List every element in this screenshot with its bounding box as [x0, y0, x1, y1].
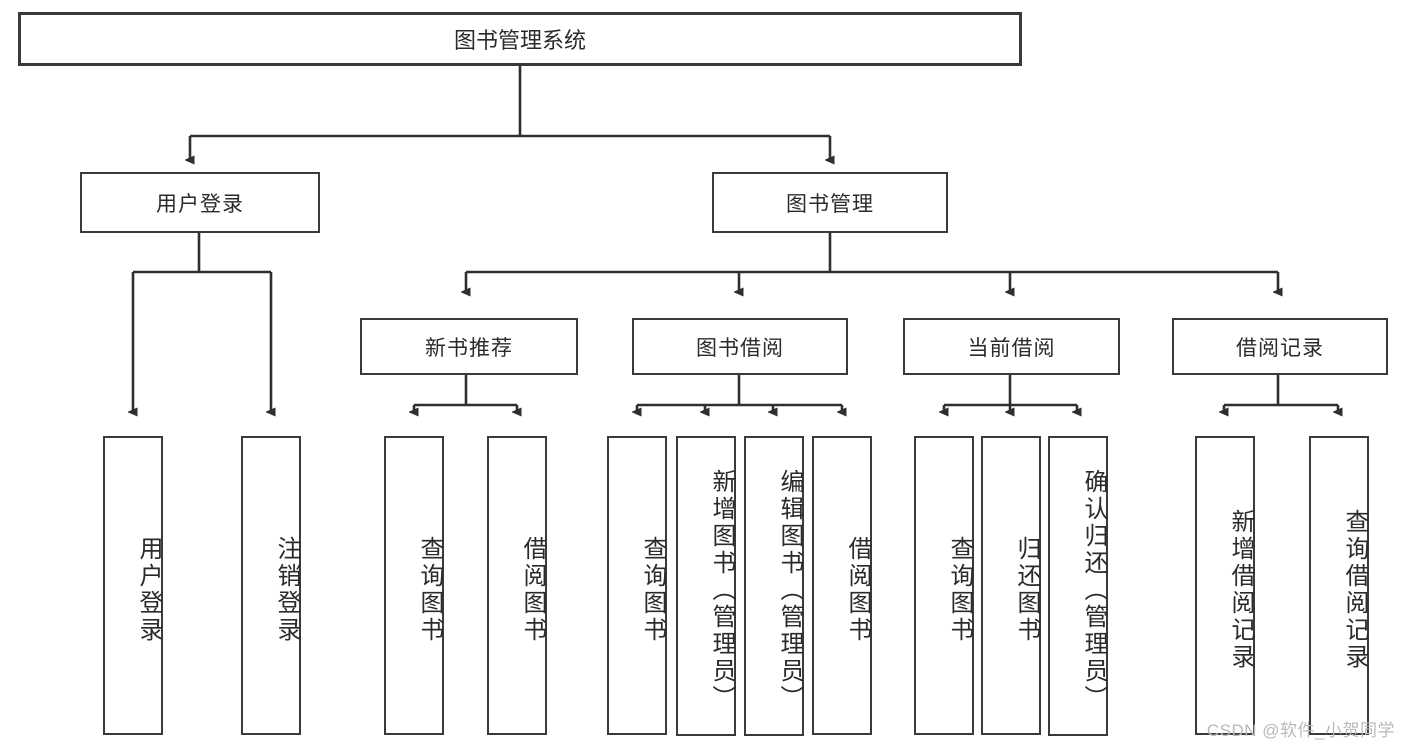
leaf-bookborrow-query-book[interactable]: 查询图书 — [607, 436, 667, 735]
leaf-label: 查询图书 — [946, 535, 973, 644]
node-book-borrow-label: 图书借阅 — [696, 336, 784, 360]
leaf-bookborrow-edit-book-admin[interactable]: 编辑图书（管理员） — [744, 436, 804, 736]
leaf-label: 新增借阅记录 — [1227, 508, 1254, 671]
leaf-newbook-borrow-book[interactable]: 借阅图书 — [487, 436, 547, 735]
node-new-book-recommend-label: 新书推荐 — [425, 336, 513, 360]
leaf-bookborrow-borrow-book[interactable]: 借阅图书 — [812, 436, 872, 735]
node-borrow-records-label: 借阅记录 — [1236, 336, 1324, 360]
leaf-user-login-signin[interactable]: 用户登录 — [103, 436, 163, 735]
node-user-login[interactable]: 用户登录 — [80, 172, 320, 233]
leaf-records-query-record[interactable]: 查询借阅记录 — [1309, 436, 1369, 735]
node-current-borrow[interactable]: 当前借阅 — [903, 318, 1120, 375]
leaf-label: 用户登录 — [135, 535, 162, 644]
leaf-label: 查询借阅记录 — [1341, 508, 1368, 671]
leaf-newbook-query-book[interactable]: 查询图书 — [384, 436, 444, 735]
leaf-currentborrow-return-book[interactable]: 归还图书 — [981, 436, 1041, 735]
node-book-borrow[interactable]: 图书借阅 — [632, 318, 848, 375]
node-book-management[interactable]: 图书管理 — [712, 172, 948, 233]
leaf-label: 查询图书 — [639, 535, 666, 644]
node-book-management-label: 图书管理 — [786, 192, 874, 216]
leaf-label: 编辑图书（管理员） — [776, 468, 803, 712]
leaf-label: 新增图书（管理员） — [708, 468, 735, 712]
leaf-bookborrow-add-book-admin[interactable]: 新增图书（管理员） — [676, 436, 736, 736]
leaf-records-add-record[interactable]: 新增借阅记录 — [1195, 436, 1255, 735]
node-root-system[interactable]: 图书管理系统 — [18, 12, 1022, 66]
node-borrow-records[interactable]: 借阅记录 — [1172, 318, 1388, 375]
leaf-label: 注销登录 — [273, 535, 300, 644]
leaf-label: 确认归还（管理员） — [1080, 468, 1107, 712]
leaf-label: 归还图书 — [1013, 535, 1040, 644]
leaf-currentborrow-confirm-return-admin[interactable]: 确认归还（管理员） — [1048, 436, 1108, 736]
csdn-watermark: CSDN @软件_小贺同学 — [1206, 721, 1395, 740]
node-current-borrow-label: 当前借阅 — [967, 336, 1056, 360]
leaf-currentborrow-query-book[interactable]: 查询图书 — [914, 436, 974, 735]
leaf-label: 查询图书 — [416, 535, 443, 644]
leaf-label: 借阅图书 — [519, 535, 546, 644]
leaf-user-login-signout[interactable]: 注销登录 — [241, 436, 301, 735]
node-user-login-label: 用户登录 — [156, 192, 244, 216]
node-root-label: 图书管理系统 — [453, 28, 586, 53]
leaf-label: 借阅图书 — [844, 535, 871, 644]
node-new-book-recommend[interactable]: 新书推荐 — [360, 318, 578, 375]
